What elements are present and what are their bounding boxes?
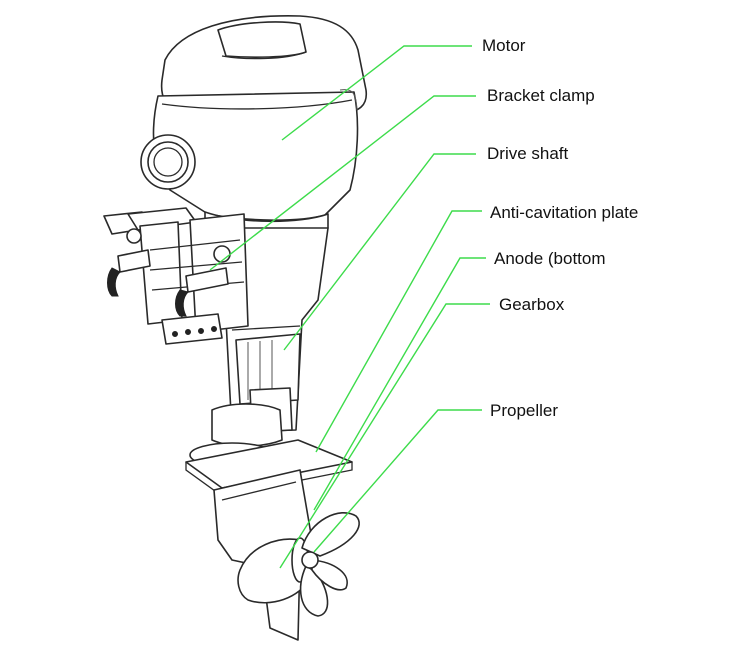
- label-propeller: Propeller: [490, 401, 559, 420]
- leader-bracket-clamp: [209, 95, 476, 271]
- label-motor: Motor: [482, 36, 526, 55]
- label-anti-cavitation-plate: Anti-cavitation plate: [490, 203, 639, 222]
- propeller: [299, 512, 360, 617]
- leader-motor: [281, 45, 472, 141]
- label-anode: Anode (bottom: [494, 249, 606, 268]
- leader-lines: [209, 45, 490, 569]
- label-bracket-clamp: Bracket clamp: [487, 86, 595, 105]
- leader-anode: [313, 257, 486, 511]
- leader-gearbox: [279, 303, 490, 569]
- leader-propeller: [313, 409, 482, 553]
- label-drive-shaft: Drive shaft: [487, 144, 569, 163]
- label-gearbox: Gearbox: [499, 295, 565, 314]
- leader-drive-shaft: [283, 153, 476, 351]
- bracket-clamp: [103, 207, 249, 345]
- leader-anti-cavitation-plate: [315, 210, 482, 453]
- motor-cowling: [140, 15, 368, 235]
